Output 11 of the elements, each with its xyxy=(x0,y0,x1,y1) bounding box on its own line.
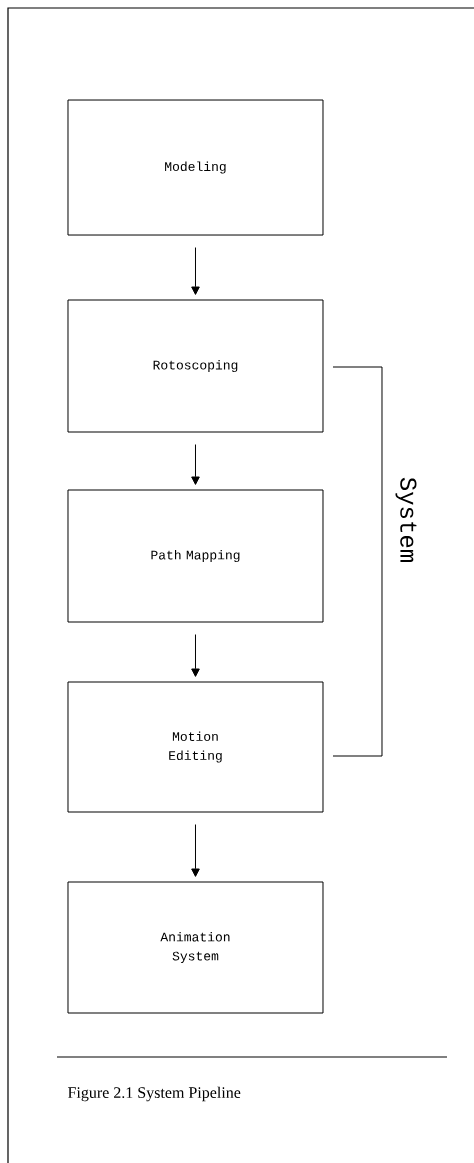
process-box: Path Mapping xyxy=(67,489,324,623)
arrow xyxy=(191,824,200,877)
arrow xyxy=(191,444,200,485)
process-box: Rotoscoping xyxy=(67,299,324,433)
arrow xyxy=(191,247,200,295)
process-box: Motion Editing xyxy=(67,681,324,813)
process-box: Modeling xyxy=(67,99,324,236)
bracket-label: System xyxy=(395,477,417,562)
process-box: Animation System xyxy=(67,881,324,1014)
arrow xyxy=(191,634,200,677)
figure-caption: Figure 2.1 System Pipeline xyxy=(68,1086,241,1102)
